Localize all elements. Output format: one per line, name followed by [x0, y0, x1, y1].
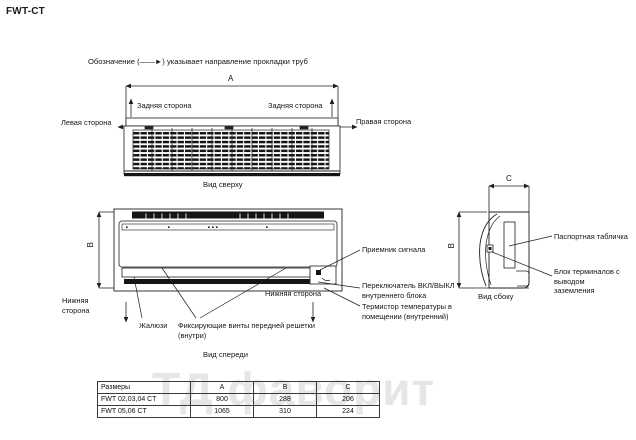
table-row-name: FWT 05,06 CT: [97, 405, 191, 418]
front-view-onoff-switch-label: Переключатель ВКЛ/ВЫКЛ внутреннего блока: [362, 281, 455, 300]
dimensions-table: Размеры A B C FWT 02,03,04 CT 800 288 20…: [97, 381, 380, 418]
front-view-bottom-left: Нижняя сторона: [62, 296, 90, 315]
table-row: FWT 05,06 CT 1065 310 224: [97, 405, 380, 418]
table-header-a: A: [190, 381, 254, 394]
top-view-dim-a: A: [228, 74, 234, 83]
front-view-bottom-right: Нижняя сторона: [265, 289, 322, 298]
table-row: FWT 02,03,04 CT 800 288 206: [97, 393, 380, 406]
top-view-back-side-right: Задняя сторона: [268, 101, 323, 110]
table-row-b: 288: [253, 393, 317, 406]
table-header-name: Размеры: [97, 381, 191, 394]
side-view-terminal-block-label: Блок терминалов с выводом заземления: [554, 267, 620, 295]
table-row-c: 206: [316, 393, 380, 406]
table-row-b: 310: [253, 405, 317, 418]
pipe-direction-note: Обозначение (——►) указывает направление …: [88, 57, 308, 66]
table-header-row: Размеры A B C: [97, 381, 380, 394]
table-row-a: 800: [190, 393, 254, 406]
table-row-a: 1065: [190, 405, 254, 418]
table-header-c: C: [316, 381, 380, 394]
front-view-signal-receiver-label: Приемник сигнала: [362, 245, 426, 254]
side-view-caption: Вид сбоку: [478, 292, 514, 301]
front-view-louver-label: Жалюзи: [139, 321, 168, 330]
side-view-nameplate-label: Паспортная табличка: [554, 232, 628, 241]
top-view-right-side: Правая сторона: [356, 117, 412, 126]
side-view-dim-c: C: [506, 174, 512, 183]
table-header-b: B: [253, 381, 317, 394]
top-view-caption: Вид сверху: [203, 180, 243, 189]
table-row-name: FWT 02,03,04 CT: [97, 393, 191, 406]
page-title: FWT-CT: [6, 6, 45, 17]
front-view-thermistor-label: Термистор температуры в помещении (внутр…: [362, 302, 452, 321]
front-view-caption: Вид спереди: [203, 350, 248, 359]
top-view-back-side-left: Задняя сторона: [137, 101, 192, 110]
table-row-c: 224: [316, 405, 380, 418]
front-view-screws-label: Фиксирующие винты передней решетки (внут…: [178, 321, 316, 340]
top-view-left-side: Левая сторона: [61, 118, 112, 127]
